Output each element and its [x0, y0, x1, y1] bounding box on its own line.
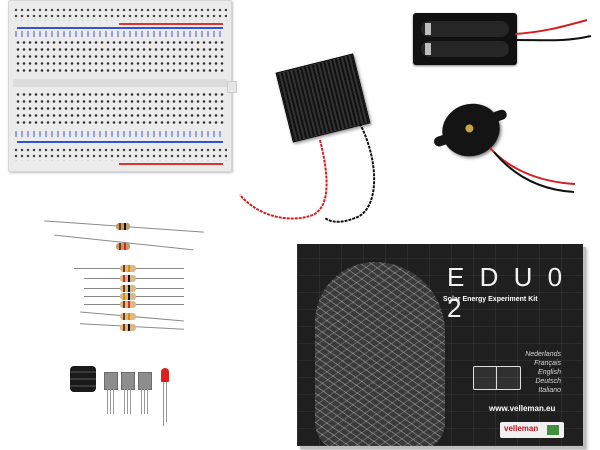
column-numbers	[15, 131, 225, 137]
product-box: E D U 0 2 Solar Energy Experiment Kit Ne…	[297, 244, 583, 446]
rail-line-blue	[17, 27, 223, 29]
website-url: www.velleman.eu	[489, 404, 556, 413]
resistor-set	[44, 218, 204, 338]
rail-line-red	[119, 163, 223, 165]
product-model: E D U 0 2	[447, 262, 567, 323]
language-item: English	[538, 369, 561, 376]
transistor	[138, 372, 152, 390]
column-numbers	[15, 31, 225, 37]
transistor	[104, 372, 118, 390]
brand-name: velleman	[504, 424, 539, 433]
inductor	[70, 366, 96, 392]
book-icon	[473, 366, 521, 390]
power-rail-bottom	[13, 147, 227, 161]
solar-wires	[239, 119, 376, 223]
hole-block-bottom	[15, 91, 225, 127]
rail-line-blue	[17, 141, 223, 143]
red-led	[161, 368, 169, 382]
mini-logo-icon	[547, 425, 559, 435]
wireframe-head	[315, 262, 445, 446]
power-rail-top	[13, 7, 227, 21]
center-channel	[13, 79, 227, 87]
language-item: Deutsch	[535, 378, 561, 385]
breadboard	[8, 0, 237, 172]
transistor	[121, 372, 135, 390]
product-subtitle: Solar Energy Experiment Kit	[443, 296, 538, 303]
battery-wires	[515, 19, 592, 42]
hole-block-top	[15, 39, 225, 75]
buzzer-wires	[489, 147, 576, 193]
rail-line-red	[119, 23, 223, 25]
language-list: Nederlands Français English Deutsch Ital…	[525, 350, 561, 395]
language-item: Français	[534, 360, 561, 367]
battery-holder	[413, 13, 517, 65]
breadboard-clip	[227, 81, 237, 93]
language-item: Italiano	[538, 387, 561, 394]
language-item: Nederlands	[525, 351, 561, 358]
